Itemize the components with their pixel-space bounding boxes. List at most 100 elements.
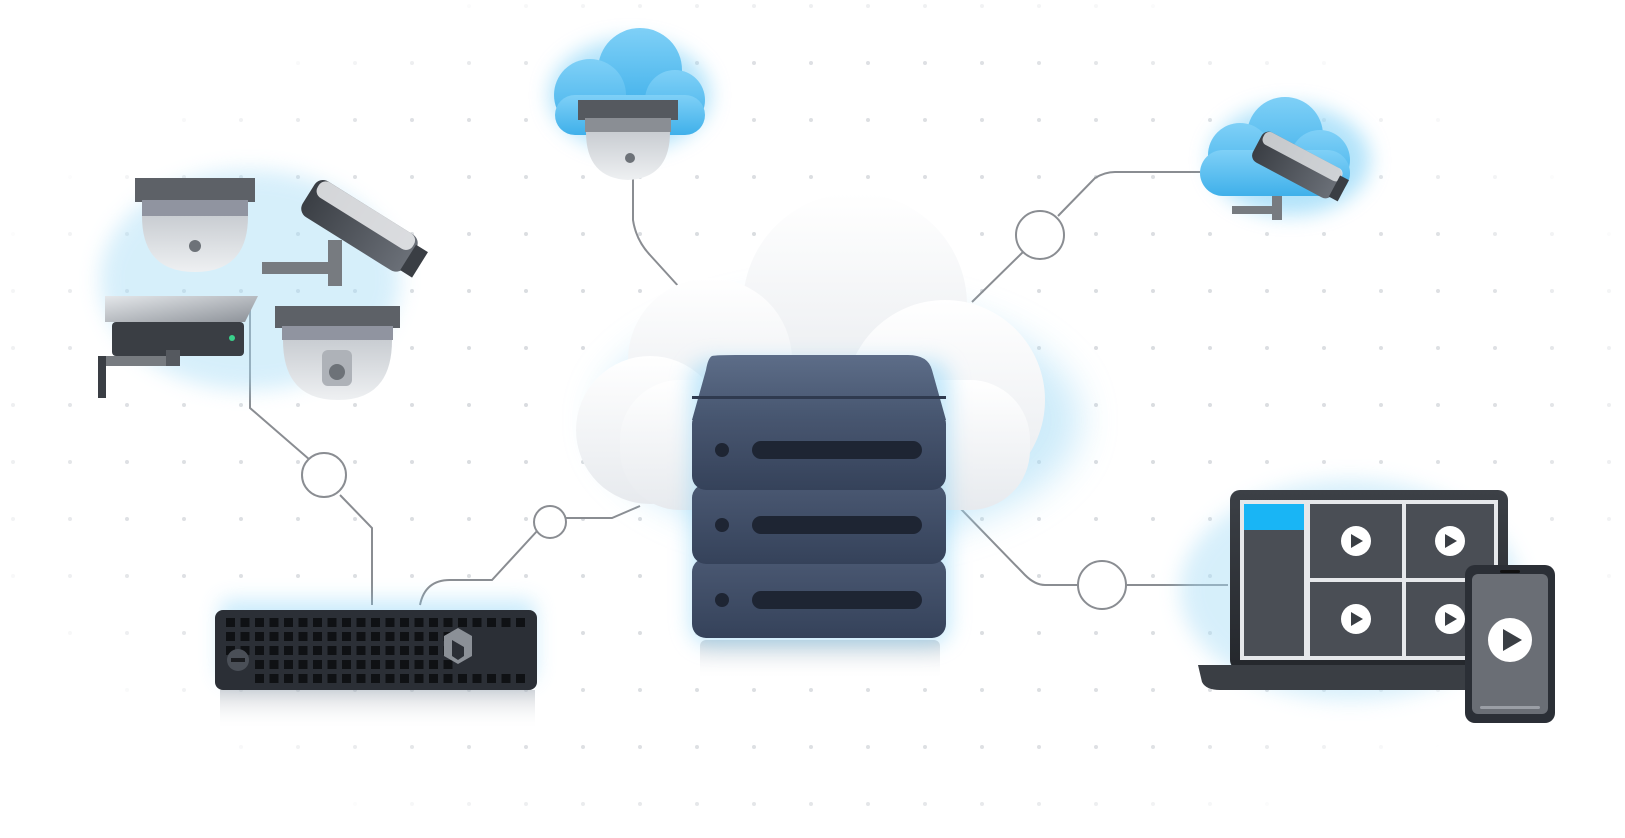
vent-hole (400, 660, 409, 669)
vent-hole (458, 674, 467, 683)
vent-hole (429, 632, 438, 641)
line-hub-to-appliance (339, 494, 373, 605)
appliance-reflection (220, 690, 535, 730)
line-cloud-to-right-node (971, 251, 1024, 303)
dome-camera-2 (275, 306, 400, 400)
vent-hole (371, 618, 380, 627)
vent-hole (516, 618, 525, 627)
vent-hole (327, 632, 337, 641)
vent-hole (313, 646, 322, 655)
bridge-appliance-icon (215, 600, 537, 730)
vent-hole (327, 646, 337, 655)
vent-hole (342, 660, 351, 669)
cloud-bullet-camera-icon (1200, 97, 1370, 220)
vent-hole (414, 618, 424, 627)
vent-hole (371, 646, 380, 655)
vent-hole (371, 632, 380, 641)
connection-nodes (301, 210, 1127, 610)
vent-hole (298, 632, 308, 641)
dome-camera-1 (135, 178, 255, 272)
vent-hole (472, 618, 482, 627)
junction-node-bottom-right (1077, 560, 1127, 610)
vent-hole (385, 632, 395, 641)
server-top-cap (692, 355, 946, 420)
vent-hole (371, 660, 380, 669)
vent-hole (284, 632, 293, 641)
line-appliance-to-node (419, 529, 539, 606)
vent-hole (501, 674, 511, 683)
vent-hole (342, 632, 351, 641)
vent-hole (385, 618, 395, 627)
vent-hole (298, 618, 308, 627)
vent-hole (400, 632, 409, 641)
vent-hole (385, 660, 395, 669)
security-camera-cluster-icon (98, 170, 428, 400)
vent-hole (501, 618, 511, 627)
vent-hole (226, 646, 235, 655)
vent-hole (298, 674, 308, 683)
vent-hole (443, 618, 453, 627)
vent-hole (313, 674, 322, 683)
cloud-dome-camera-icon (550, 28, 710, 180)
vent-hole (255, 632, 264, 641)
vent-hole (298, 660, 308, 669)
line-node-to-server (565, 505, 641, 519)
vent-hole (226, 632, 235, 641)
vent-hole (255, 660, 264, 669)
vent-hole (385, 646, 395, 655)
vent-hole (342, 618, 351, 627)
vent-hole (327, 674, 337, 683)
vent-hole (269, 674, 279, 683)
laptop-and-phone-video-icon (1180, 480, 1555, 723)
vent-hole (414, 660, 424, 669)
vent-hole (429, 646, 438, 655)
vent-hole (313, 618, 322, 627)
vent-hole (269, 632, 279, 641)
vent-hole (255, 618, 264, 627)
vent-hole (443, 674, 453, 683)
vent-hole (240, 646, 250, 655)
vent-hole (255, 646, 264, 655)
vent-hole (269, 660, 279, 669)
vent-hole (400, 646, 409, 655)
vent-hole (356, 618, 366, 627)
vent-hole (255, 674, 264, 683)
vent-hole (429, 618, 438, 627)
line-server-to-bottom-node (959, 507, 1078, 586)
vent-hole (240, 632, 250, 641)
vent-hole (269, 618, 279, 627)
vent-hole (356, 674, 366, 683)
line-topcam-to-cloud (632, 175, 681, 289)
vent-hole (356, 632, 366, 641)
vent-hole (298, 646, 308, 655)
line-right-node-to-cloudcam (1057, 171, 1200, 217)
vent-hole (414, 646, 424, 655)
vent-hole (284, 646, 293, 655)
laptop-base (1198, 665, 1530, 690)
vent-hole (516, 674, 525, 683)
vent-hole (487, 674, 496, 683)
cloud-server-stack-icon (576, 193, 1080, 680)
vent-hole (269, 646, 279, 655)
vent-hole (240, 618, 250, 627)
vent-hole (284, 674, 293, 683)
vent-hole (342, 646, 351, 655)
box-camera-1 (98, 296, 258, 398)
bullet-camera-1 (262, 180, 428, 286)
junction-node-left (301, 452, 347, 498)
vent-hole (429, 660, 438, 669)
vent-hole (356, 646, 366, 655)
vent-hole (327, 660, 337, 669)
vent-hole (472, 674, 482, 683)
vent-hole (327, 618, 337, 627)
vent-hole (313, 632, 322, 641)
vent-hole (414, 674, 424, 683)
vent-hole (487, 618, 496, 627)
vent-hole (400, 618, 409, 627)
vent-hole (385, 674, 395, 683)
vent-hole (226, 618, 235, 627)
junction-node-top-right (1015, 210, 1065, 260)
vent-hole (284, 660, 293, 669)
